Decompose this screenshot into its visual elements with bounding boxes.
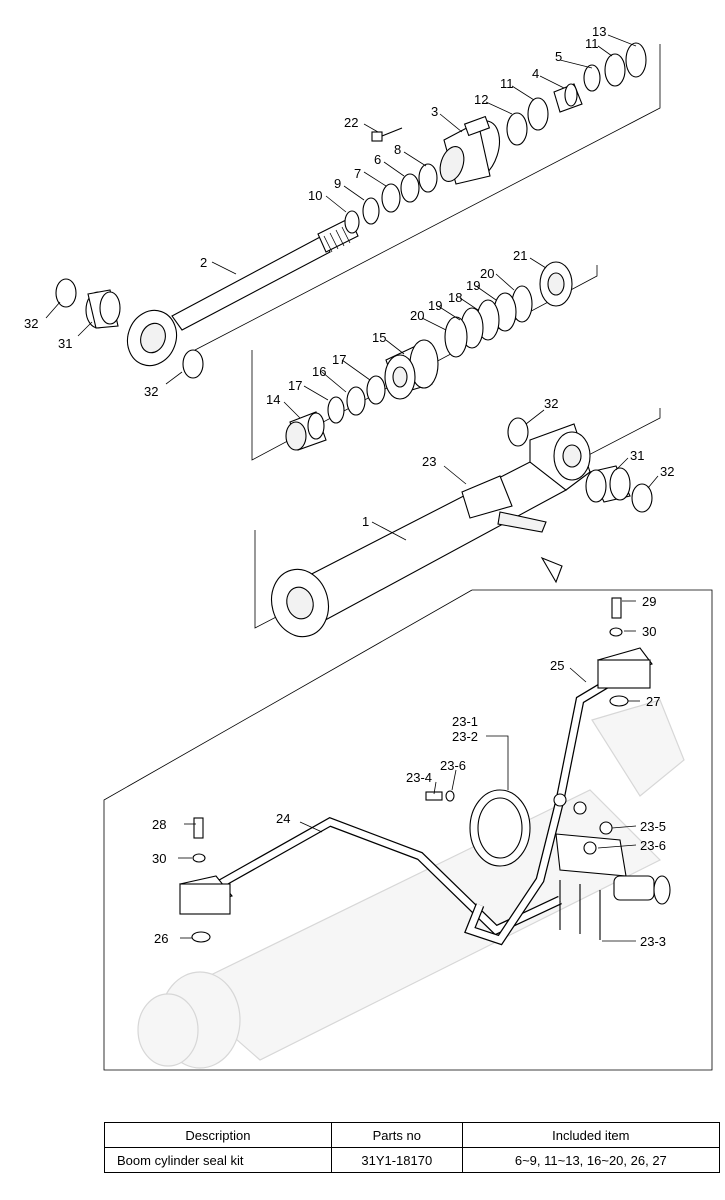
cylinder-tube [271, 423, 591, 638]
callout-13: 13 [592, 24, 606, 39]
cylinder-ghost [137, 699, 685, 1069]
callout-labels: 1 2 3 4 5 6 7 8 9 10 11 11 12 13 14 15 1… [24, 24, 674, 949]
callout-19-left: 19 [428, 298, 442, 313]
cell-parts-no: 31Y1-18170 [330, 1147, 463, 1173]
callout-28: 28 [152, 817, 166, 832]
tube-eye-bushing [585, 465, 631, 503]
pipe-25 [464, 678, 613, 946]
callout-23-1: 23-1 [452, 714, 478, 729]
cell-description: Boom cylinder seal kit [104, 1147, 332, 1173]
callout-23-3: 23-3 [640, 934, 666, 949]
callout-8: 8 [394, 142, 401, 157]
callout-16: 16 [312, 364, 326, 379]
callout-15: 15 [372, 330, 386, 345]
piston-rod [126, 217, 359, 367]
rod-bushing [553, 83, 583, 113]
seal-kit-table: Description Parts no Included item Boom … [104, 1122, 721, 1173]
rod-eye-bushing [85, 289, 121, 329]
callout-3: 3 [431, 104, 438, 119]
rod-group-frame [194, 44, 661, 351]
callout-5: 5 [555, 49, 562, 64]
callout-23: 23 [422, 454, 436, 469]
u-bolt [559, 880, 601, 940]
callout-32-rod: 32 [144, 384, 158, 399]
callout-32-tube-right: 32 [660, 464, 674, 479]
exploded-parts-diagram: 1 2 3 4 5 6 7 8 9 10 11 11 12 13 14 15 1… [24, 24, 713, 1071]
cell-included-item: 6~9, 11~13, 16~20, 26, 27 [461, 1147, 721, 1173]
rod-cover [439, 115, 501, 185]
callout-6: 6 [374, 152, 381, 167]
callout-4: 4 [532, 66, 539, 81]
callout-22: 22 [344, 115, 358, 130]
header-description: Description [104, 1122, 332, 1148]
callout-32-tube-top: 32 [544, 396, 558, 411]
callout-23-4: 23-4 [406, 770, 432, 785]
callout-11-lower: 11 [500, 76, 514, 91]
callout-9: 9 [334, 176, 341, 191]
callout-23-2: 23-2 [452, 729, 478, 744]
callout-12: 12 [474, 92, 488, 107]
table-row: Boom cylinder seal kit 31Y1-18170 6~9, 1… [104, 1147, 721, 1173]
callout-23-6-upper: 23-6 [440, 758, 466, 773]
manifold-block [555, 833, 671, 905]
dust-seals-tube-eye [507, 417, 653, 513]
piping-detail-frame [103, 589, 713, 1071]
flange-block-right [596, 647, 653, 689]
callout-29: 29 [642, 594, 656, 609]
callout-20-left: 20 [410, 308, 424, 323]
table-header-row: Description Parts no Included item [104, 1122, 721, 1148]
callout-10: 10 [308, 188, 322, 203]
callout-30-lower: 30 [152, 851, 166, 866]
piston [384, 339, 439, 400]
callout-1: 1 [362, 514, 369, 529]
cushion-ring-and-seals [285, 375, 386, 451]
callout-30-upper: 30 [642, 624, 656, 639]
callout-19-right: 19 [466, 278, 480, 293]
callout-27: 27 [646, 694, 660, 709]
header-parts-no: Parts no [330, 1122, 463, 1148]
callout-24: 24 [276, 811, 290, 826]
callout-31-right: 31 [630, 448, 644, 463]
callout-11-upper: 11 [585, 36, 599, 51]
fasteners [191, 597, 629, 943]
callout-7: 7 [354, 166, 361, 181]
bolt-22 [371, 127, 403, 142]
callout-20-right: 20 [480, 266, 494, 281]
callout-26: 26 [154, 931, 168, 946]
callout-25: 25 [550, 658, 564, 673]
callout-2: 2 [200, 255, 207, 270]
header-included-item: Included item [461, 1122, 721, 1148]
piston-nut [539, 261, 573, 307]
pipe-clamp [469, 789, 531, 867]
callout-21: 21 [513, 248, 527, 263]
callout-31-left: 31 [58, 336, 72, 351]
callout-17-lower: 17 [288, 378, 302, 393]
piston-seals [444, 285, 533, 358]
flange-block-left [179, 875, 233, 915]
callout-23-5: 23-5 [640, 819, 666, 834]
rod-seals [344, 42, 647, 234]
callout-32-left: 32 [24, 316, 38, 331]
callout-17-upper: 17 [332, 352, 346, 367]
callout-14: 14 [266, 392, 280, 407]
dust-seals-rod-eye [55, 278, 204, 379]
callout-18: 18 [448, 290, 462, 305]
leader-lines [45, 34, 659, 942]
callout-23-6-lower: 23-6 [640, 838, 666, 853]
